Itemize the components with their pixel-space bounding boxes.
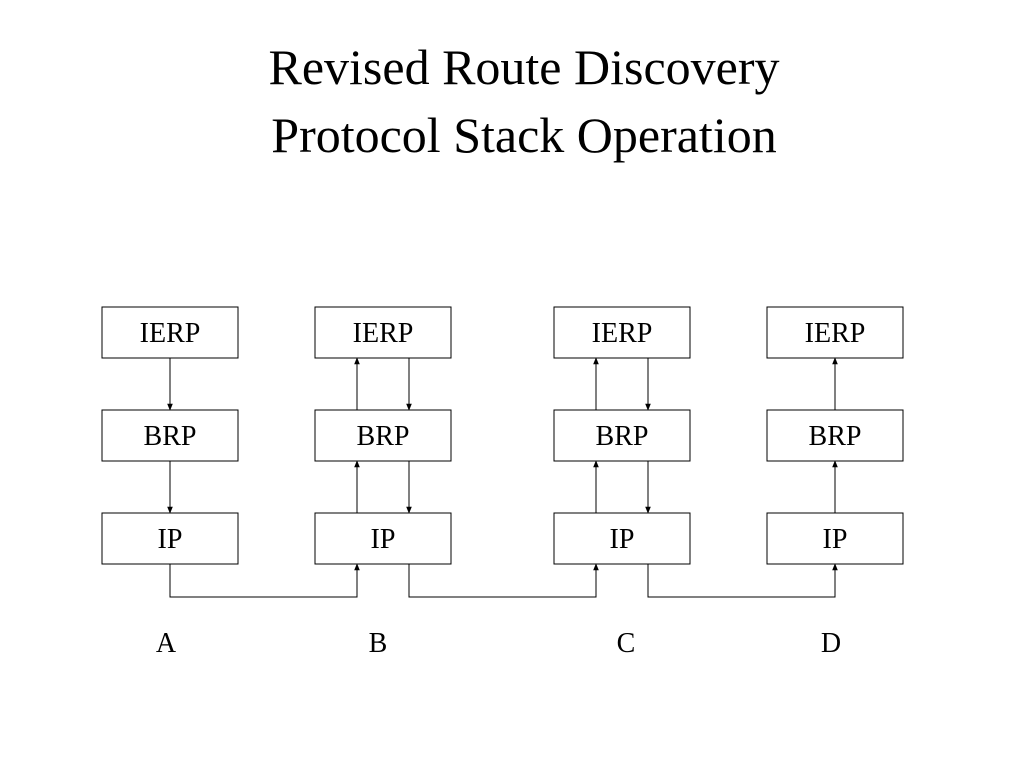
layer-box-brp xyxy=(314,409,452,462)
layer-box-ip xyxy=(553,512,691,565)
layer-label-ierp: IERP xyxy=(140,318,201,349)
layer-box-ierp xyxy=(101,306,239,359)
layer-label-ip: IP xyxy=(371,524,396,555)
node-label-d: D xyxy=(821,628,841,659)
node-label-a: A xyxy=(156,628,177,659)
layer-box-ip xyxy=(766,512,904,565)
node-stack-d: IERP BRP IP D xyxy=(766,306,904,659)
layer-label-ip: IP xyxy=(610,524,635,555)
layer-label-brp: BRP xyxy=(596,421,649,452)
node-label-c: C xyxy=(617,628,636,659)
layer-label-brp: BRP xyxy=(144,421,197,452)
node-label-b: B xyxy=(369,628,388,659)
layer-label-ierp: IERP xyxy=(592,318,653,349)
node-stack-b: IERP BRP IP B xyxy=(314,306,452,659)
node-stack-a: IERP BRP IP A xyxy=(101,306,239,659)
layer-label-ierp: IERP xyxy=(805,318,866,349)
layer-label-ip: IP xyxy=(158,524,183,555)
title-line-1: Revised Route Discovery xyxy=(268,39,779,95)
layer-label-ip: IP xyxy=(823,524,848,555)
inter-node-links xyxy=(169,563,838,598)
layer-label-ierp: IERP xyxy=(353,318,414,349)
link-a-to-b xyxy=(169,563,360,598)
layer-box-ierp xyxy=(314,306,452,359)
node-stacks: IERP BRP IP A IERP BRP IP B IERP BRP IP C IERP BRP IP D xyxy=(101,306,904,659)
layer-box-ip xyxy=(314,512,452,565)
layer-box-brp xyxy=(766,409,904,462)
link-b-to-c xyxy=(408,563,599,598)
layer-box-ierp xyxy=(553,306,691,359)
layer-box-ierp xyxy=(766,306,904,359)
layer-label-brp: BRP xyxy=(357,421,410,452)
node-stack-c: IERP BRP IP C xyxy=(553,306,691,659)
layer-box-brp xyxy=(101,409,239,462)
layer-label-brp: BRP xyxy=(809,421,862,452)
link-c-to-d xyxy=(647,563,838,598)
layer-box-brp xyxy=(553,409,691,462)
title-line-2: Protocol Stack Operation xyxy=(271,107,776,163)
